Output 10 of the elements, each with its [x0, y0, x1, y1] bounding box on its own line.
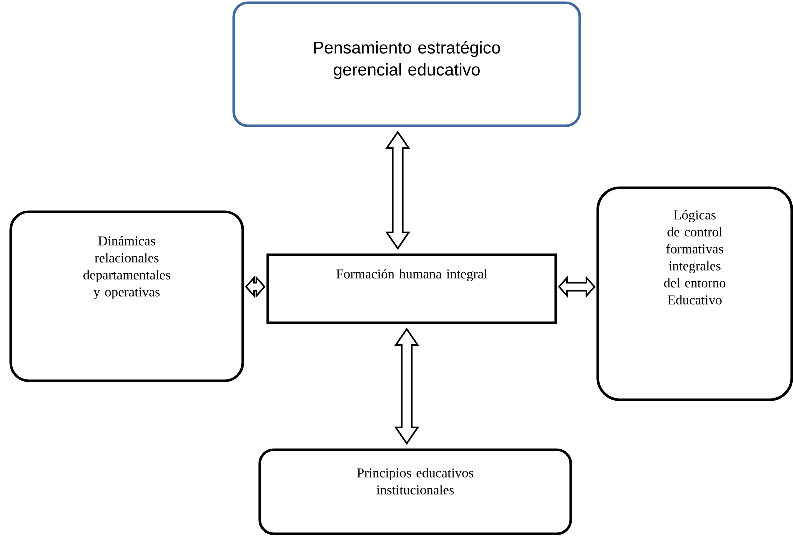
box — [232, 2, 582, 128]
box — [596, 186, 793, 402]
box-text: Principios educativos institucionales — [357, 468, 474, 495]
box-text: Formación humana integral — [336, 269, 488, 282]
box — [266, 254, 558, 324]
box-text: Pensamiento estratégico gerencial educativo — [314, 41, 500, 80]
box-text: Dinámicas relacionales departamentales y operativas — [84, 236, 170, 300]
box — [10, 210, 244, 382]
box-text: Lógicas de control formativas integrales del entorno Educativo — [664, 210, 726, 305]
box — [258, 448, 572, 536]
